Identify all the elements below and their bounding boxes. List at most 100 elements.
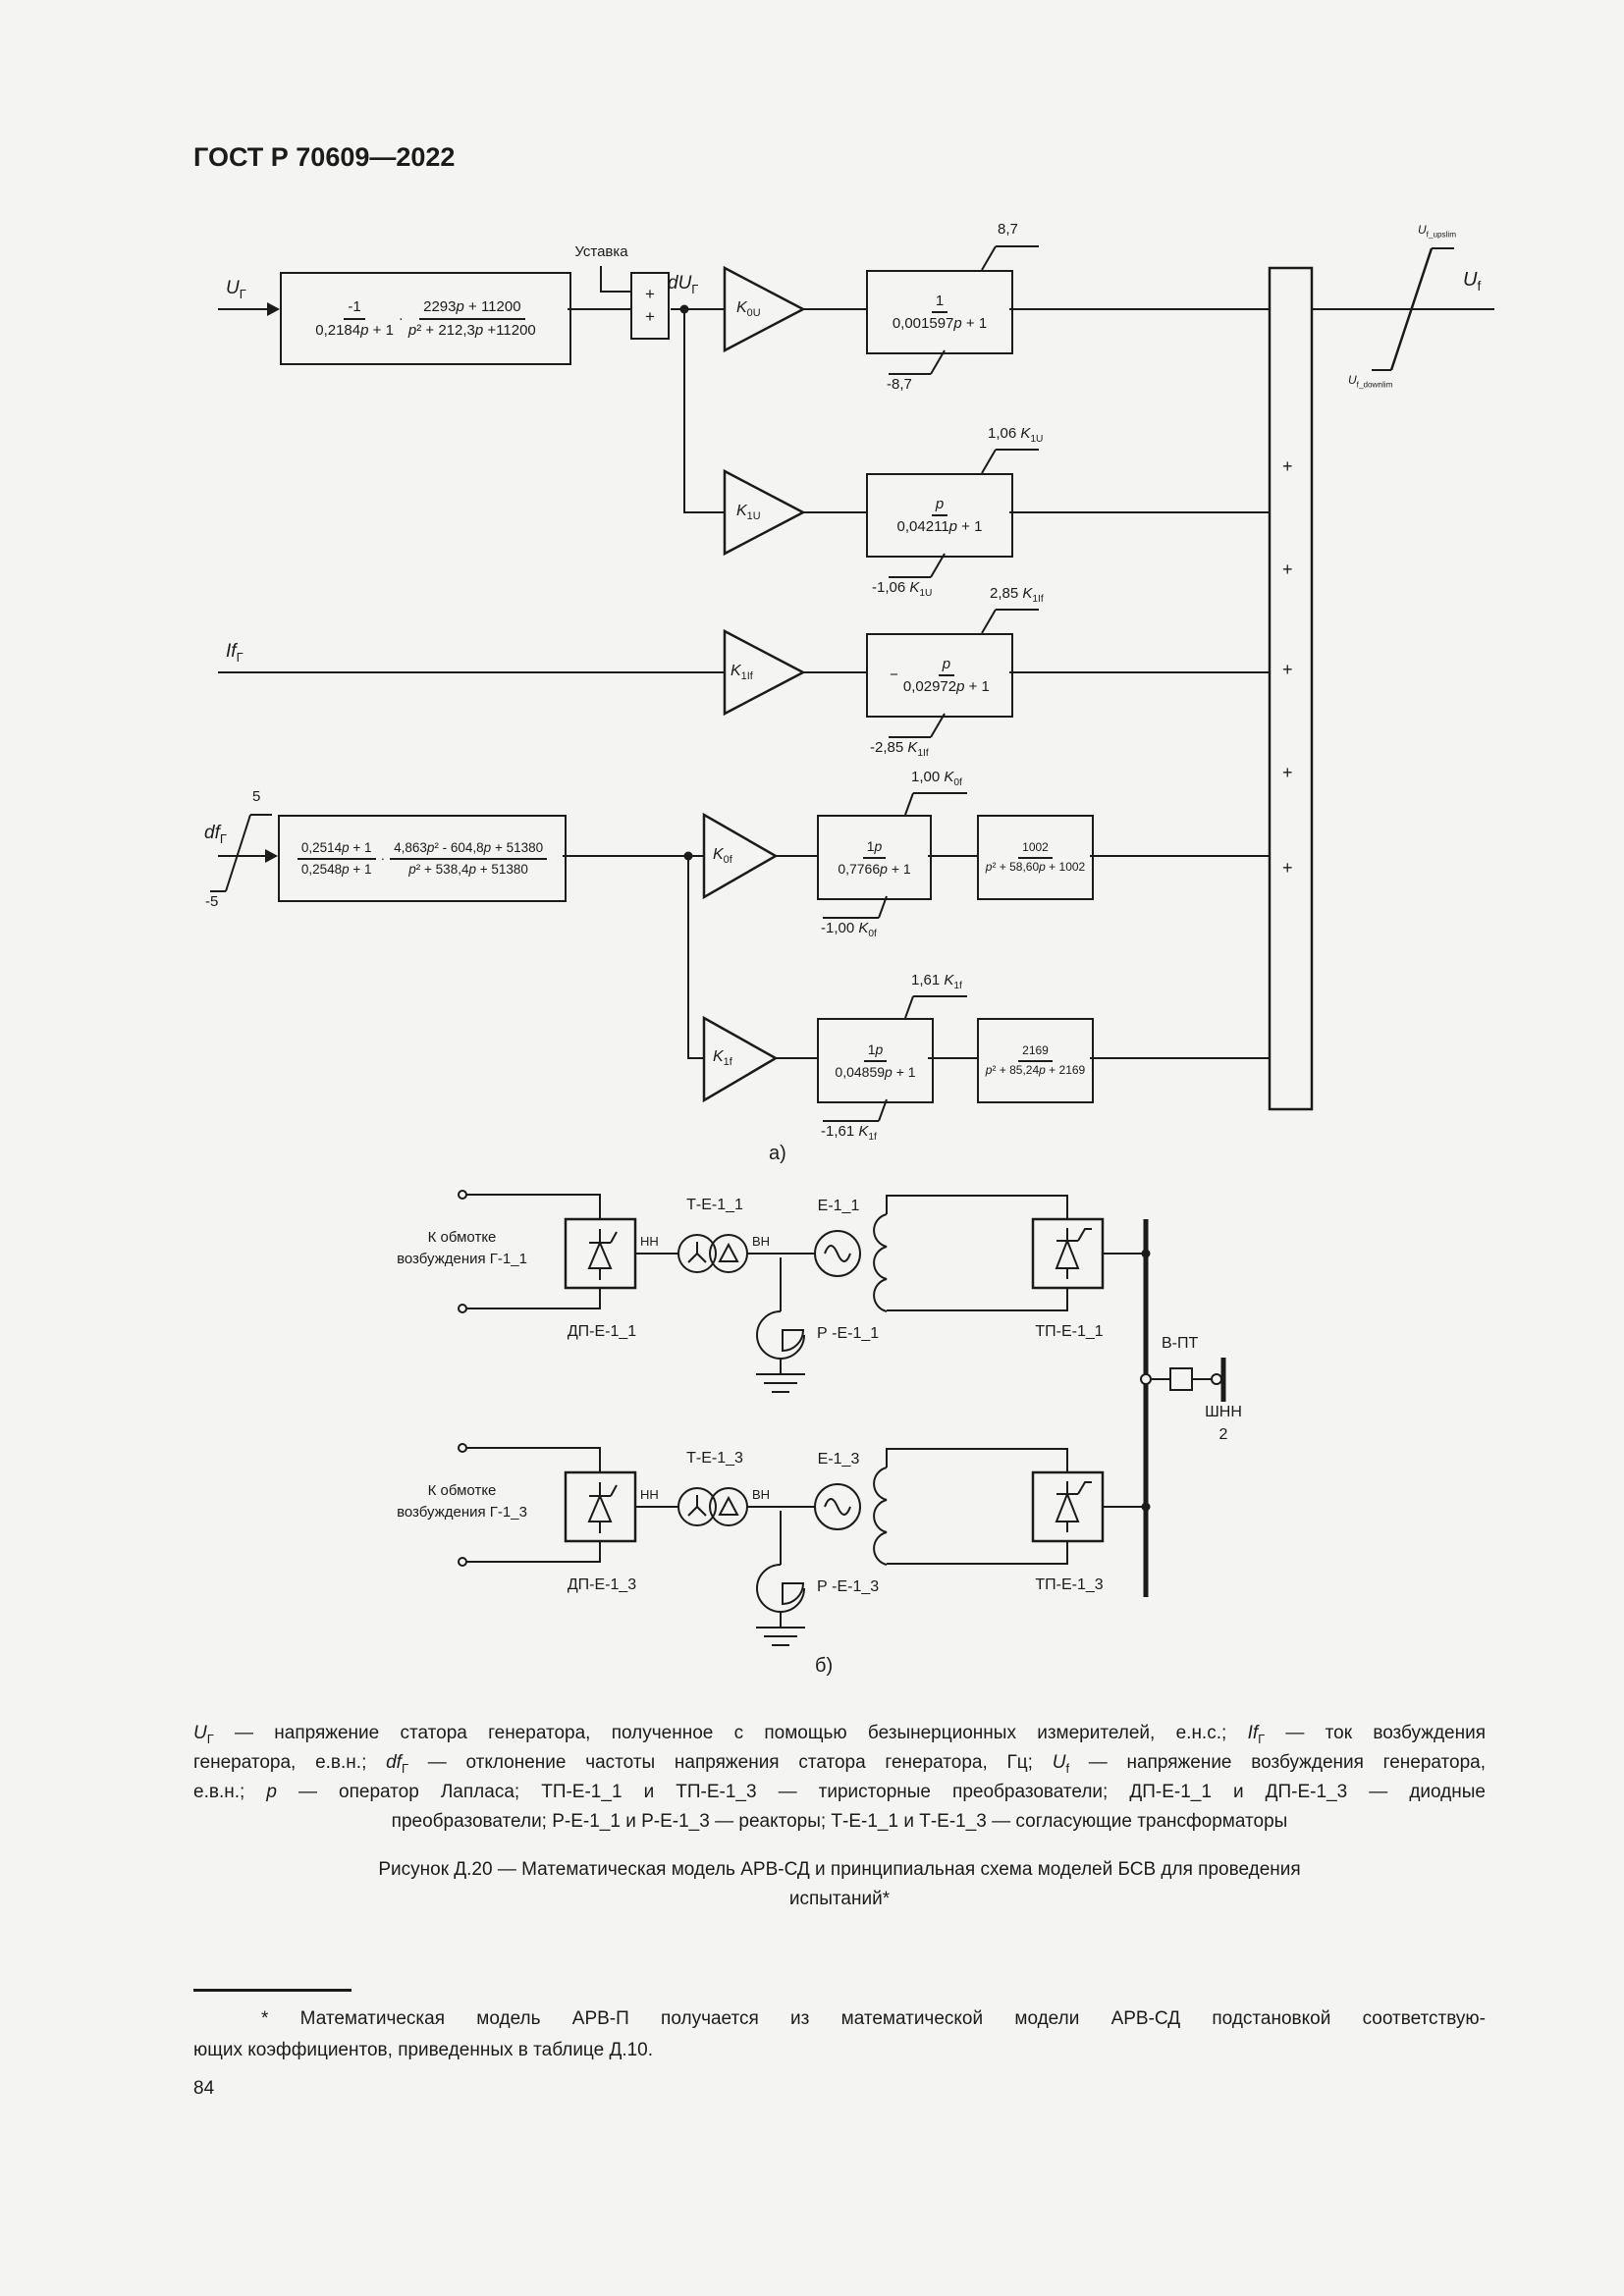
- diode-converter-label-1: ДП-Е-1_1: [567, 1323, 637, 1340]
- diode-converter-label-2: ДП-Е-1_3: [567, 1576, 637, 1593]
- sum-plus-3: +: [1282, 660, 1293, 679]
- transformer-label-2: Т-Е-1_3: [686, 1450, 743, 1467]
- lv-label-1: НН: [640, 1234, 659, 1249]
- busbar-assembly: [1140, 1219, 1226, 1597]
- reactor-symbol: [756, 1564, 805, 1613]
- figure-caption-line-2: испытаний*: [788, 1889, 891, 1909]
- signal-uf: Uf: [1463, 269, 1482, 294]
- gain-triangle-k1f: [702, 1015, 779, 1103]
- ac-source-symbol: [814, 1483, 861, 1530]
- limit-l3-top: 2,85 K1If: [990, 585, 1044, 605]
- winding-line2: возбуждения Г-1_1: [397, 1250, 527, 1267]
- gain-k1u: K1U: [736, 503, 761, 523]
- caption-line-4: преобразователи; Р-Е-1_1 и Р-Е-1_3 — реа…: [391, 1811, 1288, 1832]
- setpoint-label: Уставка: [574, 243, 628, 260]
- sum-plus-1: +: [1282, 456, 1293, 476]
- coil-winding: [873, 1467, 888, 1566]
- breaker-label: В-ПТ: [1162, 1335, 1199, 1352]
- footnote-line-2: ющих коэффициентов, приведенных в таблиц…: [193, 2040, 654, 2060]
- gain-triangle-k1u: [723, 468, 806, 557]
- sum-plus-5: +: [1282, 858, 1293, 878]
- signal-ifg: IfГ: [226, 641, 244, 665]
- connection-node: [1141, 1502, 1151, 1512]
- limit-l5-top: 1,61 K1f: [911, 972, 962, 991]
- transformer-winding-star: [677, 1234, 717, 1273]
- coil-winding: [873, 1213, 888, 1312]
- source-label-1: Е-1_1: [817, 1198, 860, 1214]
- branch-node: [679, 304, 689, 314]
- gain-triangle-k0f: [702, 812, 779, 900]
- excitation-winding-label-1: К обмотке возбуждения Г-1_1: [381, 1227, 543, 1270]
- circuit-unit-1: [458, 1190, 1144, 1393]
- signal-dug: dUГ: [668, 273, 699, 296]
- limit-l2-top: 1,06 K1U: [988, 425, 1044, 445]
- excitation-winding-label-2: К обмотке возбуждения Г-1_3: [381, 1480, 543, 1523]
- minus-sign: −: [890, 667, 898, 684]
- gain-k0u: K0U: [736, 299, 761, 320]
- gain-triangle-k0u: [723, 265, 806, 353]
- breaker-node: [1211, 1373, 1222, 1385]
- page-number: 84: [193, 2078, 215, 2099]
- part-a-label: а): [769, 1143, 786, 1164]
- gain-k1if: K1If: [731, 663, 753, 683]
- sum-plus-2: +: [1282, 560, 1293, 579]
- plus-sign: +: [645, 306, 655, 326]
- footnote-rule: [193, 1989, 352, 1992]
- limit-l4-top: 1,00 K0f: [911, 769, 962, 788]
- winding-line1: К обмотке: [427, 1482, 497, 1499]
- lv-label-2: НН: [640, 1487, 659, 1502]
- limit-l1-top: 8,7: [998, 221, 1018, 238]
- bus-label: ШНН: [1205, 1404, 1242, 1420]
- footnote-line-1: * Математическая модель АРВ-П получается…: [261, 2008, 1486, 2029]
- gain-k0f: K0f: [713, 846, 732, 867]
- bus-number: 2: [1218, 1426, 1228, 1443]
- sat-limit-bottom: -5: [205, 893, 219, 910]
- limit-l4-bottom: -1,00 K0f: [821, 920, 877, 939]
- hv-label-2: ВН: [752, 1487, 771, 1502]
- limit-l5-bottom: -1,61 K1f: [821, 1123, 877, 1143]
- arrowhead: [267, 302, 280, 316]
- limit-l3-bottom: -2,85 K1If: [870, 739, 929, 759]
- gain-triangles: [702, 265, 806, 1103]
- doc-header: ГОСТ Р 70609—2022: [193, 142, 456, 172]
- block-diagram-lines: [210, 245, 1494, 1122]
- transformer-winding-star: [677, 1487, 717, 1526]
- limit-l2-bottom: -1,06 K1U: [872, 579, 933, 599]
- ac-source-symbol: [814, 1230, 861, 1277]
- uf-upper-limit: Uf_upslim: [1418, 223, 1457, 240]
- winding-line1: К обмотке: [427, 1229, 497, 1246]
- multiply-dot: ·: [380, 850, 386, 866]
- figure-caption-line-1: Рисунок Д.20 — Математическая модель АРВ…: [378, 1859, 1301, 1880]
- breaker-node: [1140, 1373, 1152, 1385]
- circuit-unit-2: [458, 1443, 1144, 1646]
- uf-lower-limit: Uf_downlim: [1348, 373, 1393, 390]
- source-label-2: Е-1_3: [817, 1451, 860, 1468]
- arrowhead: [265, 849, 278, 863]
- thyristor-converter-label-1: ТП-Е-1_1: [1035, 1323, 1104, 1340]
- signal-ug: UГ: [226, 278, 246, 301]
- part-b-label: б): [815, 1655, 834, 1677]
- reactor-label-2: Р -Е-1_3: [817, 1578, 880, 1595]
- hv-label-1: ВН: [752, 1234, 771, 1249]
- caption-line-3: е.в.н.; p — оператор Лапласа; ТП-Е-1_1 и…: [193, 1782, 1486, 1802]
- branch-node: [683, 851, 693, 861]
- reactor-label-1: Р -Е-1_1: [817, 1325, 880, 1342]
- transformer-label-1: Т-Е-1_1: [686, 1197, 743, 1213]
- setpoint-summer: + +: [630, 272, 670, 340]
- node-dots-and-arrows: [265, 302, 693, 863]
- reactor-symbol: [756, 1310, 805, 1360]
- breaker-box: [1169, 1367, 1193, 1391]
- limit-l1-bottom: -8,7: [887, 376, 912, 393]
- sum-plus-4: +: [1282, 763, 1293, 782]
- caption-line-1: UГ — напряжение статора генератора, полу…: [193, 1723, 1486, 1746]
